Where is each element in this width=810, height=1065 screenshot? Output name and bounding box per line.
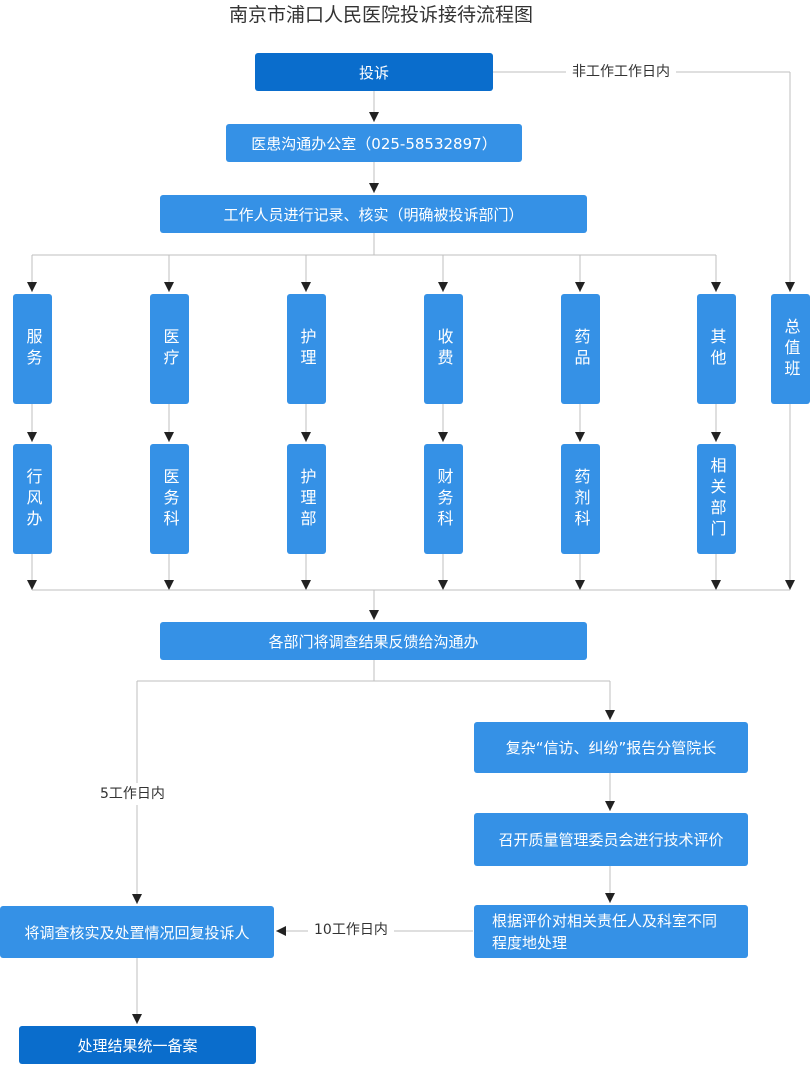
dept-medical-affairs: 医务科 <box>150 444 189 554</box>
communication-office-node: 医患沟通办公室（025-58532897） <box>226 124 522 162</box>
category-charges: 收费 <box>424 294 463 404</box>
dept-conduct-office: 行风办 <box>13 444 52 554</box>
dept-finance: 财务科 <box>424 444 463 554</box>
category-other: 其他 <box>697 294 736 404</box>
committee-evaluation-node: 召开质量管理委员会进行技术评价 <box>474 813 748 866</box>
category-service: 服务 <box>13 294 52 404</box>
reply-complainant-node: 将调查核实及处置情况回复投诉人 <box>0 906 274 958</box>
complex-report-node: 复杂“信访、纠纷”报告分管院长 <box>474 722 748 773</box>
archive-node: 处理结果统一备案 <box>19 1026 256 1064</box>
ten-days-label: 10工作日内 <box>308 921 394 939</box>
five-days-label: 5工作日内 <box>96 783 169 805</box>
feedback-node: 各部门将调查结果反馈给沟通办 <box>160 622 587 660</box>
dept-pharmacy: 药剂科 <box>561 444 600 554</box>
complaint-node: 投诉 <box>255 53 493 91</box>
category-medical: 医疗 <box>150 294 189 404</box>
non-working-day-label: 非工作工作日内 <box>566 63 676 81</box>
page-title: 南京市浦口人民医院投诉接待流程图 <box>228 4 533 26</box>
category-drugs: 药品 <box>561 294 600 404</box>
dept-nursing: 护理部 <box>287 444 326 554</box>
category-nursing: 护理 <box>287 294 326 404</box>
dept-related: 相关部门 <box>697 444 736 554</box>
handling-node: 根据评价对相关责任人及科室不同程度地处理 <box>474 905 748 958</box>
duty-node: 总值班 <box>771 294 810 404</box>
record-verify-node: 工作人员进行记录、核实（明确被投诉部门） <box>160 195 587 233</box>
